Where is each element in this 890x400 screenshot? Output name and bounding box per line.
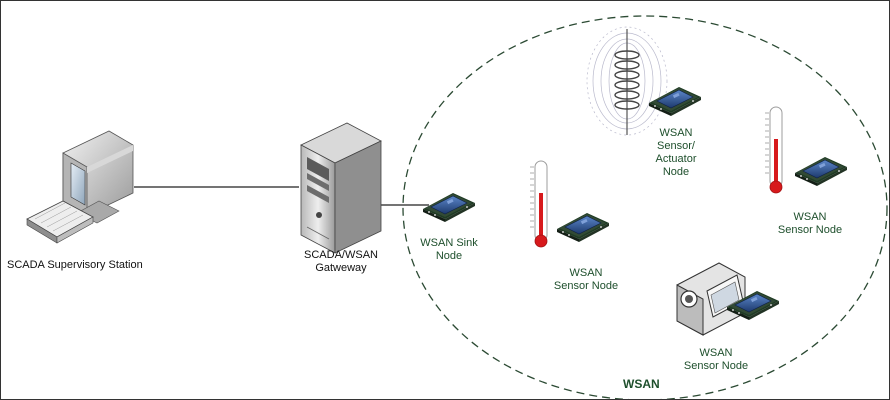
gateway-label: SCADA/WSAN Gatweway	[304, 249, 378, 274]
scada-station-label: SCADA Supervisory Station	[7, 259, 143, 271]
sensor-board-icon	[794, 156, 848, 187]
thermometer-icon	[764, 106, 783, 194]
server-tower-icon	[300, 122, 382, 254]
sensor-node-camera-label: WSAN Sensor Node	[683, 347, 749, 372]
wsan-boundary-label: WSAN	[623, 377, 660, 391]
electromagnet-coil-icon	[586, 26, 668, 136]
actuator-node-label: WSAN Sensor/ Actuator Node	[655, 127, 697, 178]
sensor-board-icon	[422, 192, 476, 223]
sensor-board-icon	[648, 86, 702, 117]
wsan-boundary	[402, 15, 888, 399]
sensor-board-icon	[556, 212, 610, 243]
desktop-computer-icon	[26, 130, 134, 244]
thermometer-icon	[529, 160, 548, 248]
sensor-node-left-label: WSAN Sensor Node	[553, 267, 619, 292]
sensor-node-right-label: WSAN Sensor Node	[777, 211, 843, 236]
video-camera-icon	[676, 262, 746, 336]
sink-node-label: WSAN Sink Node	[420, 237, 478, 262]
